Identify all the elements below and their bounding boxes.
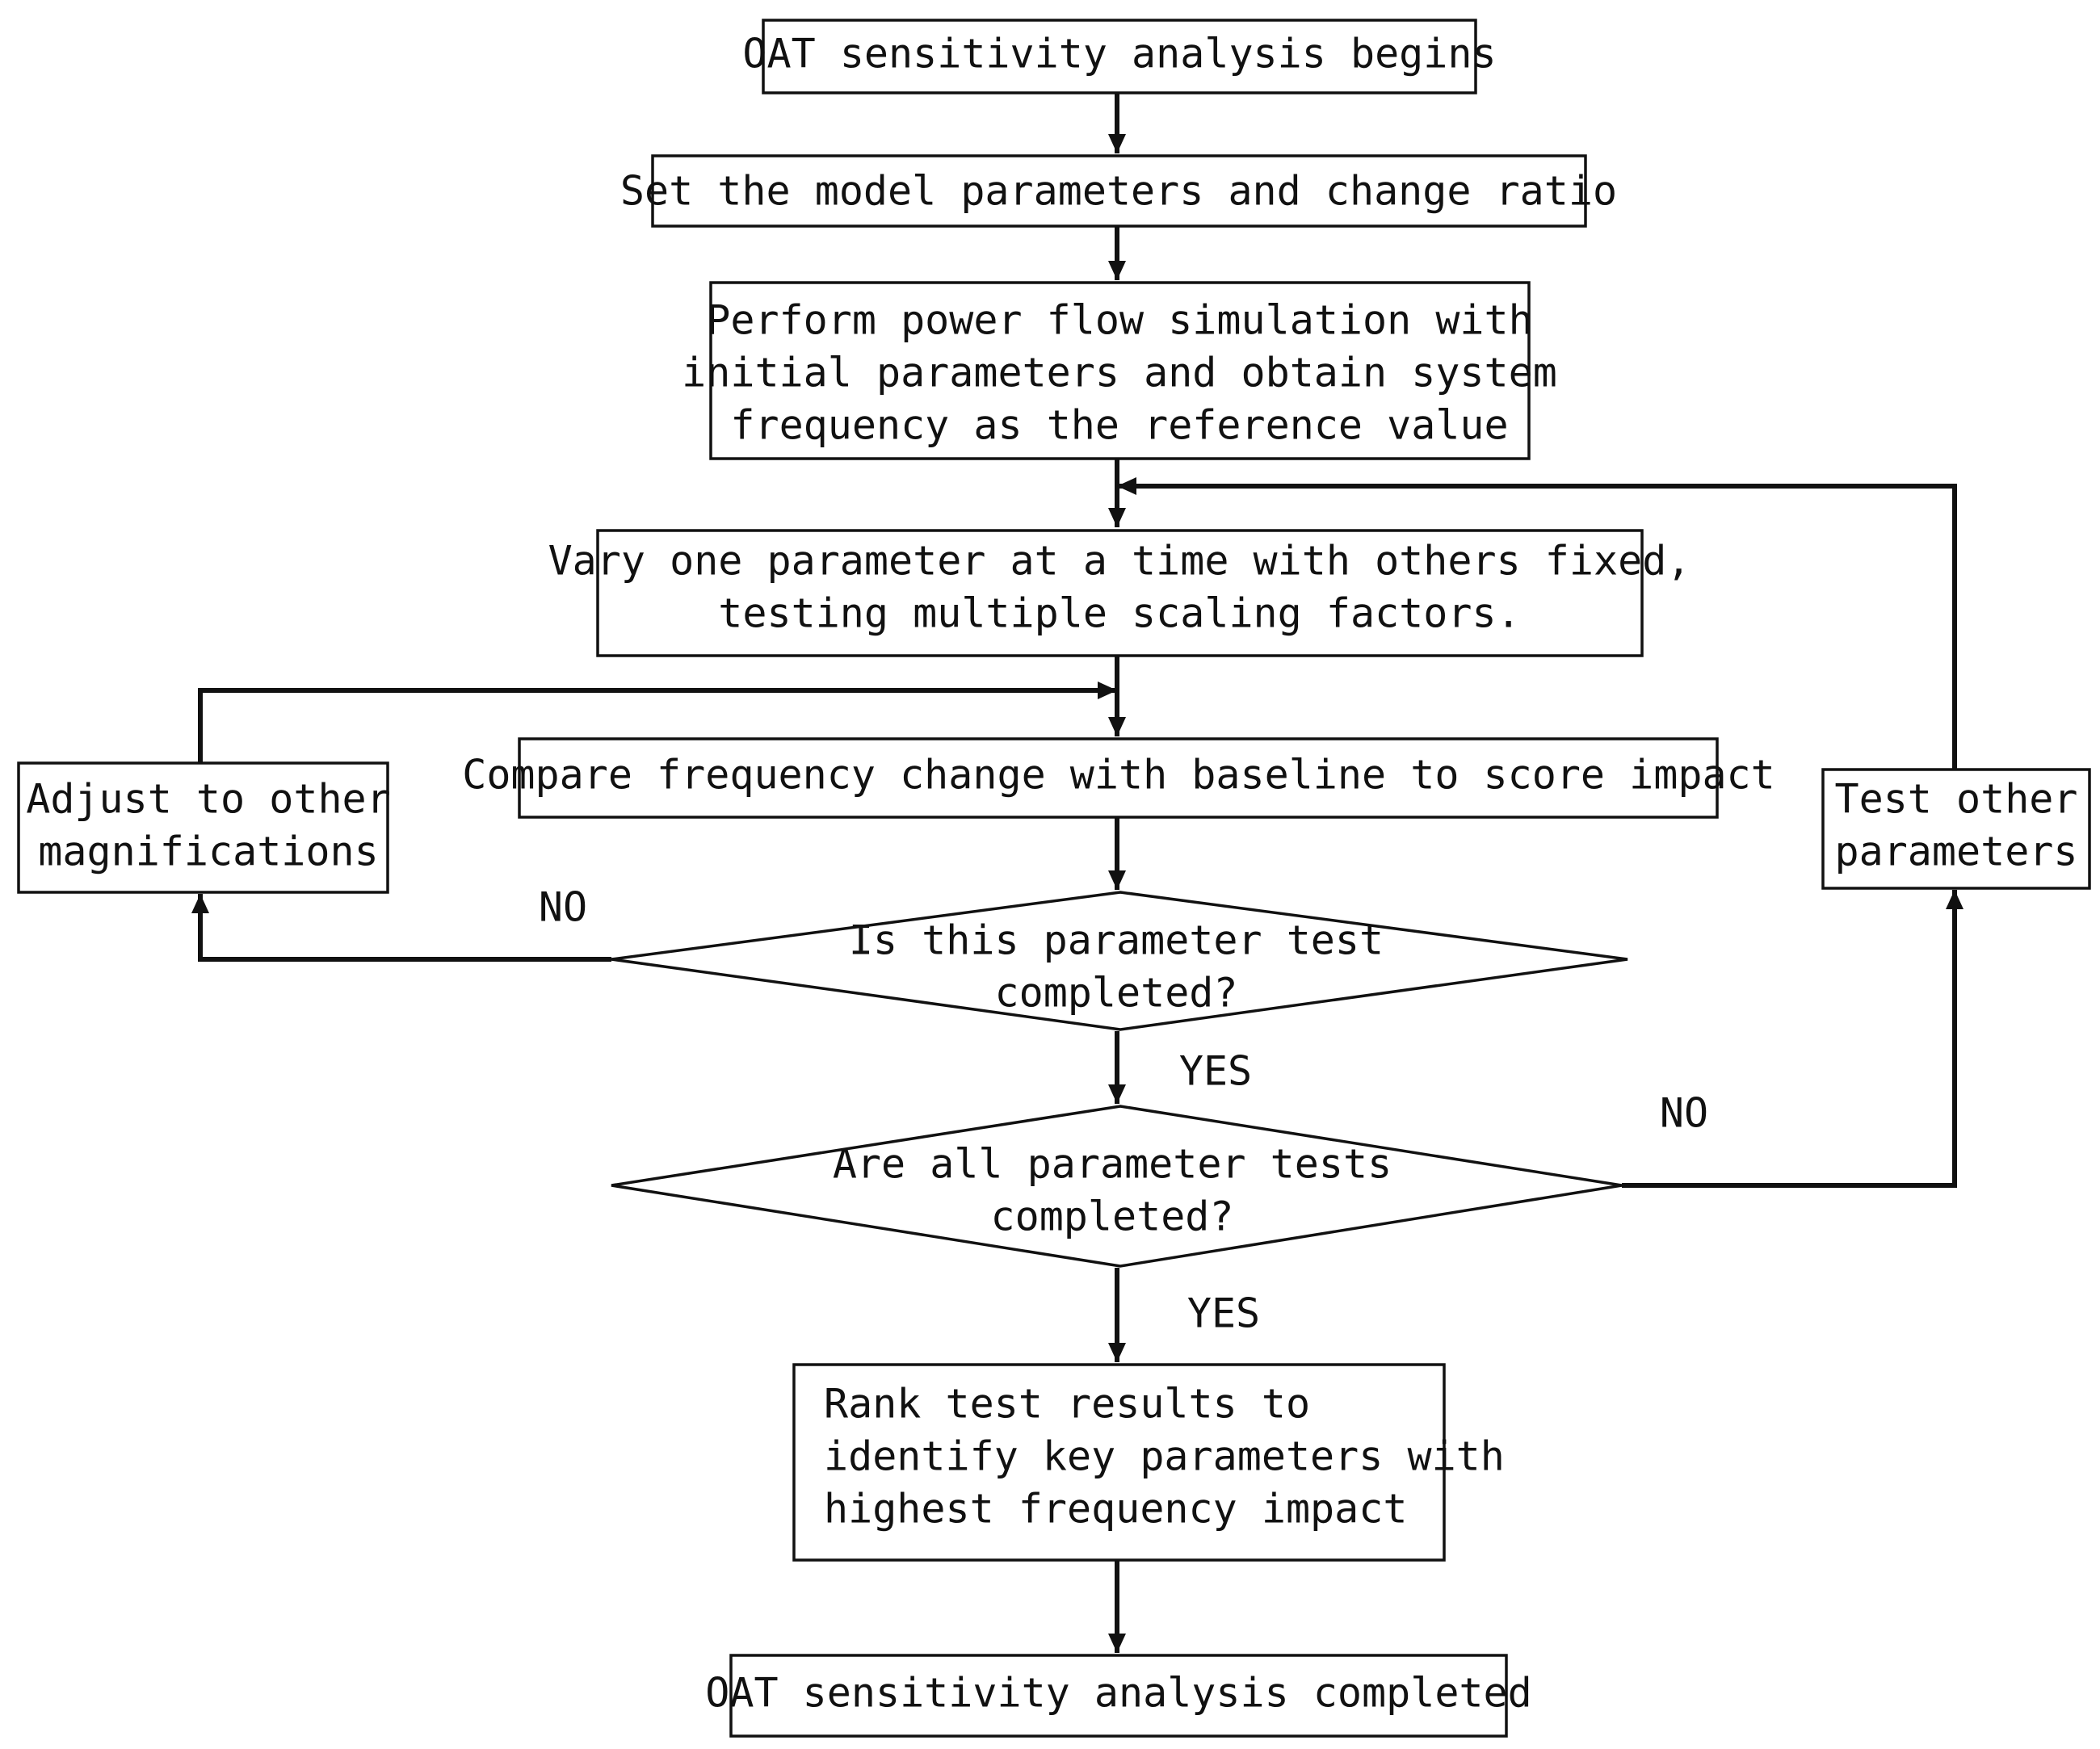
step-compare: Compare frequency change with baseline t…	[462, 737, 1775, 819]
decision-all-line-2: completed?	[990, 1193, 1233, 1240]
step-simulate: Perform power flow simulation with initi…	[682, 281, 1557, 460]
step-compare-label: Compare frequency change with baseline t…	[462, 752, 1775, 799]
edge-label-yes-param: YES	[1179, 1048, 1252, 1095]
step-end: OAT sensitivity analysis completed	[705, 1654, 1532, 1738]
arrow-decision-param-no	[191, 894, 611, 962]
edge-label-yes-all: YES	[1187, 1290, 1260, 1337]
decision-all-line-1: Are all parameter tests	[833, 1141, 1392, 1188]
decision-param-line-2: completed?	[994, 970, 1237, 1017]
step-start: OAT sensitivity analysis begins	[742, 19, 1497, 94]
step-test-other-line-1: Test other	[1834, 776, 2077, 823]
step-set-params: Set the model parameters and change rati…	[620, 154, 1617, 228]
arrow-adjust-loop	[198, 682, 1117, 763]
step-rank-line-3: highest frequency impact	[824, 1486, 1407, 1533]
step-rank-line-1: Rank test results to	[824, 1381, 1310, 1428]
connectors	[191, 93, 1964, 1653]
decision-parameter-completed: Is this parameter test completed?	[611, 891, 1628, 1031]
step-rank-line-2: identify key parameters with	[824, 1433, 1505, 1480]
edge-label-no-param: NO	[539, 884, 587, 931]
step-adjust-magnifications: Adjust to other magnifications	[17, 761, 391, 894]
step-end-label: OAT sensitivity analysis completed	[705, 1670, 1532, 1717]
step-set-params-label: Set the model parameters and change rati…	[620, 168, 1617, 215]
arrow-test-other-loop	[1117, 477, 1957, 770]
decision-all-completed: Are all parameter tests completed?	[611, 1105, 1623, 1268]
step-vary: Vary one parameter at a time with others…	[548, 529, 1691, 657]
step-simulate-line-3: frequency as the reference value	[730, 402, 1508, 449]
decision-param-line-1: Is this parameter test	[849, 917, 1384, 964]
step-simulate-line-2: initial parameters and obtain system	[682, 350, 1557, 396]
step-start-label: OAT sensitivity analysis begins	[742, 31, 1496, 78]
step-vary-line-1: Vary one parameter at a time with others…	[548, 538, 1691, 585]
edge-label-no-all: NO	[1660, 1090, 1708, 1137]
step-test-other-parameters: Test other parameters	[1821, 768, 2091, 890]
step-adjust-line-2: magnifications	[38, 828, 378, 875]
step-test-other-line-2: parameters	[1834, 828, 2077, 875]
step-simulate-line-1: Perform power flow simulation with	[706, 297, 1533, 344]
step-rank: Rank test results to identify key parame…	[792, 1363, 1505, 1562]
step-adjust-line-1: Adjust to other	[26, 776, 391, 823]
step-vary-line-2: testing multiple scaling factors.	[718, 590, 1520, 637]
arrow-decision-all-no	[1622, 890, 1964, 1188]
